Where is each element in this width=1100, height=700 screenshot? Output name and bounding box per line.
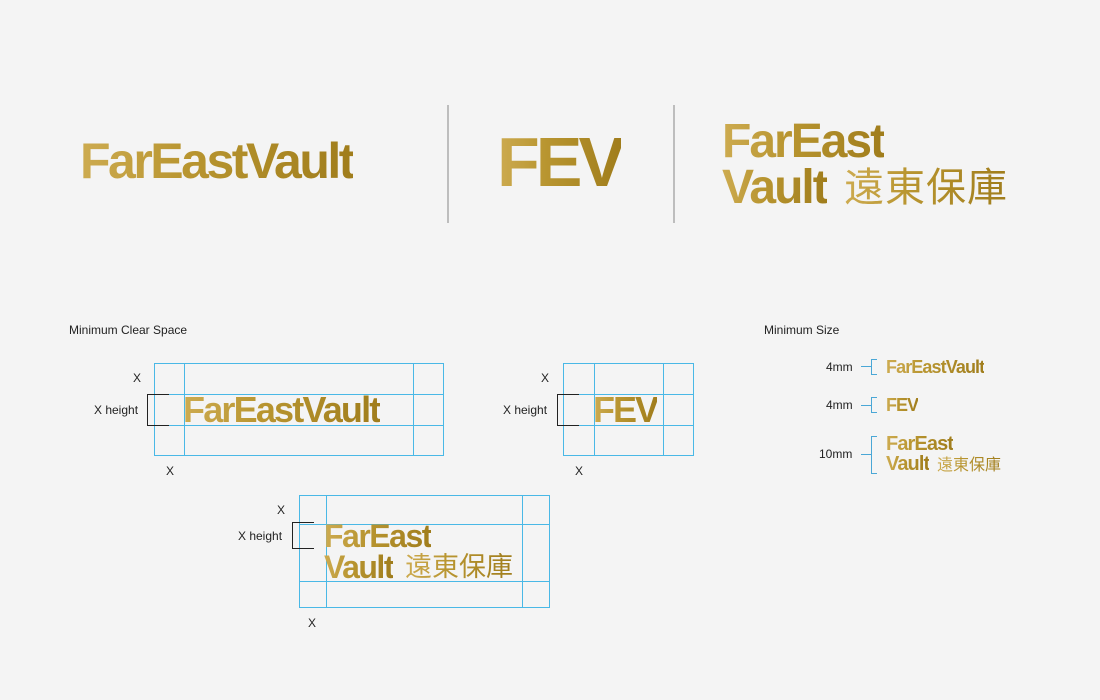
logo-stacked-line2-latin: Vault: [324, 549, 394, 585]
x-height-bracket: [292, 522, 314, 549]
x-height-label: X height: [94, 403, 139, 417]
clear-space-grid-monogram: [563, 363, 694, 456]
logo-stacked-line2-cjk: 遠東保庫: [844, 165, 1008, 211]
x-label: X: [575, 464, 584, 478]
logo-monogram: FEV: [593, 389, 659, 430]
min-size-heading: Minimum Size: [764, 323, 840, 337]
x-label: X: [308, 616, 317, 630]
x-height-label: X height: [503, 403, 548, 417]
logo-wordmark: FarEastVault: [183, 389, 381, 430]
clear-space-heading: Minimum Clear Space: [69, 323, 188, 337]
logo-monogram: FEV: [497, 123, 625, 201]
divider: [447, 105, 449, 223]
x-height-bracket: [147, 394, 169, 426]
min-size-label: 4mm: [826, 398, 853, 412]
logo-stacked: FarEast Vault 遠東保庫: [722, 116, 1022, 216]
min-size-label: 4mm: [826, 360, 853, 374]
min-size-bracket: [871, 436, 877, 474]
min-size-label: 10mm: [819, 447, 853, 461]
logo-stacked-line2-latin: Vault: [722, 161, 829, 214]
logo-stacked-small-line2-cjk: 遠東保庫: [937, 455, 1002, 474]
x-height-label: X height: [238, 529, 283, 543]
logo-stacked-line1: FarEast: [324, 518, 432, 554]
clear-space-grid-stacked: [299, 495, 550, 608]
logo-wordmark: FarEastVault: [80, 133, 355, 189]
x-height-bracket: [557, 394, 579, 426]
logo-stacked-small-line2-latin: Vault: [886, 453, 930, 475]
logo-stacked-line2-cjk: 遠東保庫: [405, 552, 513, 583]
min-size-bracket: [871, 397, 877, 413]
x-label: X: [541, 371, 550, 385]
min-size-connector: [861, 405, 871, 406]
x-label: X: [133, 371, 142, 385]
x-label: X: [166, 464, 175, 478]
logo-stacked-line1: FarEast: [722, 115, 886, 168]
min-size-connector: [861, 366, 871, 367]
clear-space-grid-wordmark: [154, 363, 444, 456]
x-label: X: [277, 503, 286, 517]
logo-monogram-small: FEV: [886, 395, 919, 415]
min-size-bracket: [871, 359, 877, 375]
divider: [673, 105, 675, 223]
min-size-connector: [861, 454, 871, 455]
logo-stacked-small-line1: FarEast: [886, 433, 954, 455]
logo-wordmark-small: FarEastVault: [886, 357, 985, 377]
